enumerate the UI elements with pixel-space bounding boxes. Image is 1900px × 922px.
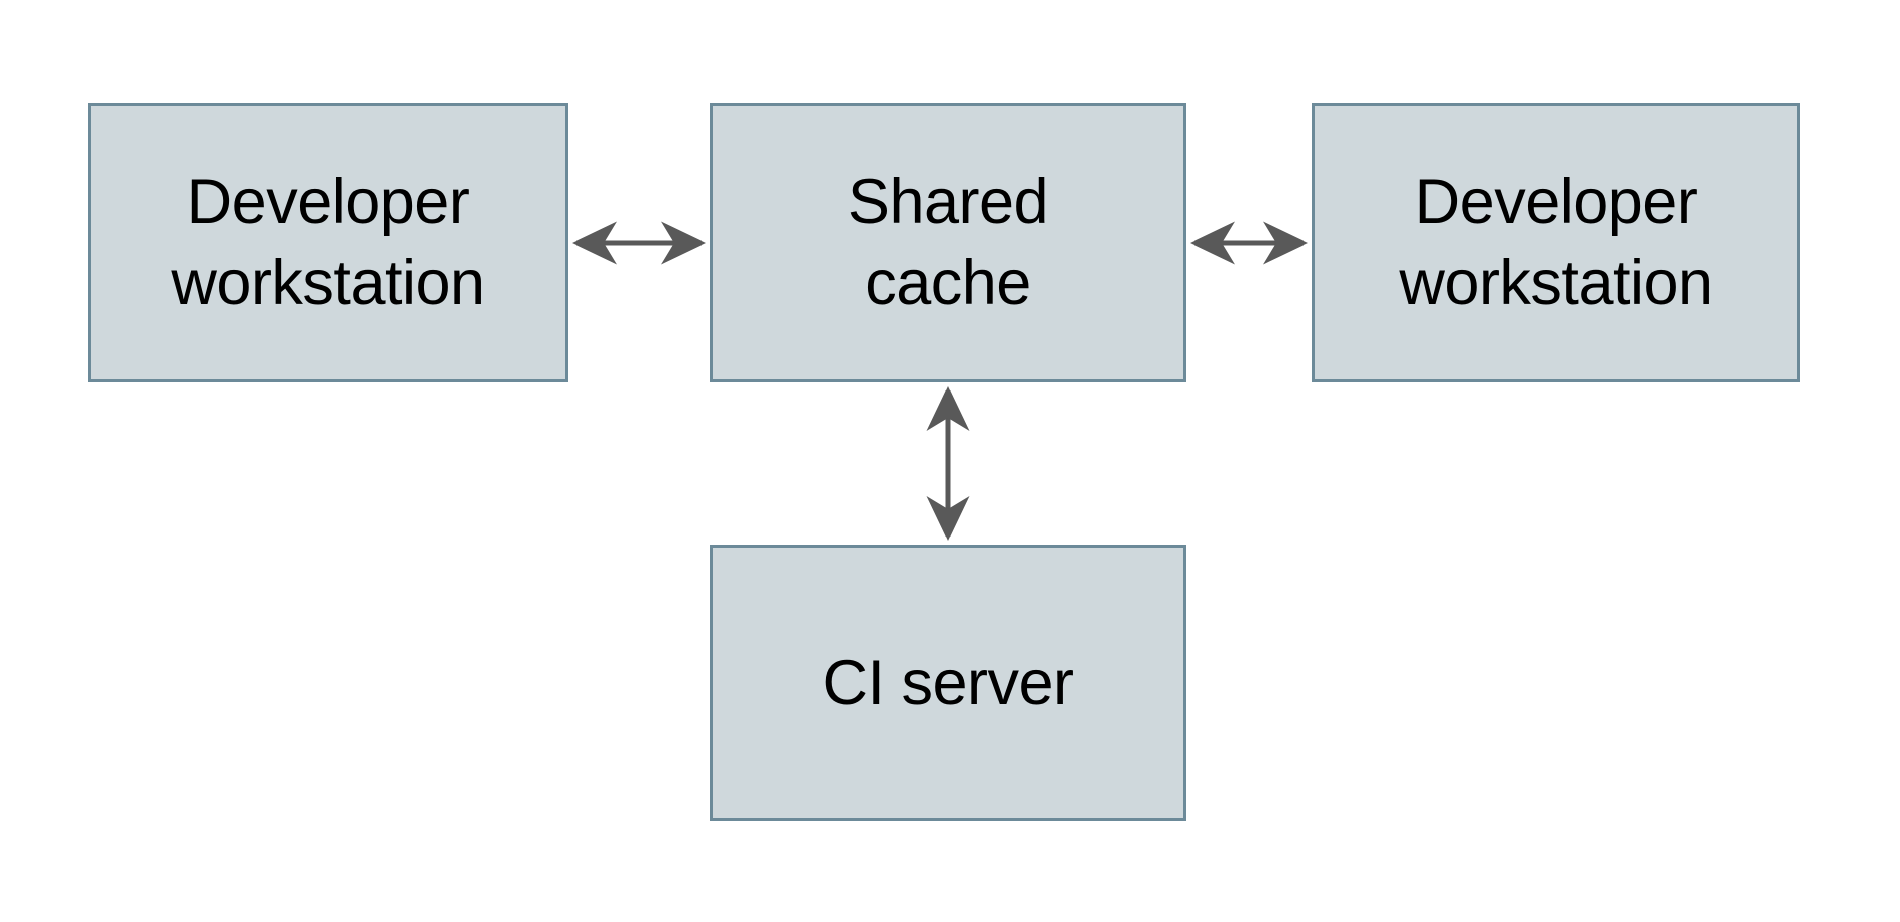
node-label: CI server (822, 647, 1074, 718)
node-developer-workstation-right[interactable]: Developer workstation (1312, 103, 1800, 382)
node-ci-server[interactable]: CI server (710, 545, 1186, 821)
node-label: Shared cache (847, 166, 1049, 318)
node-label: Developer workstation (171, 166, 485, 318)
node-developer-workstation-left[interactable]: Developer workstation (88, 103, 568, 382)
node-label: Developer workstation (1399, 166, 1713, 318)
node-shared-cache[interactable]: Shared cache (710, 103, 1186, 382)
